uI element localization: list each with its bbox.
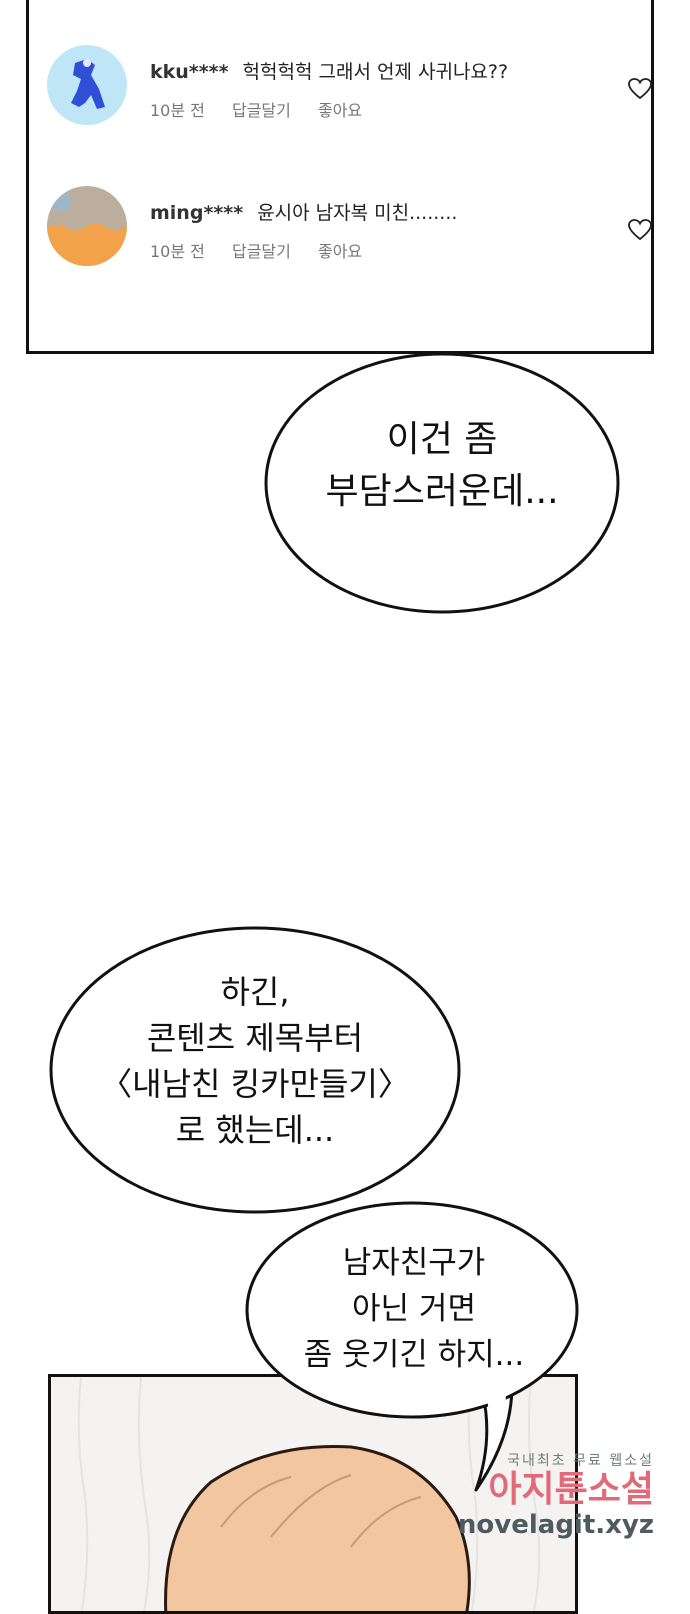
comment-panel: kku**** 헉헉헉헉 그래서 언제 사귀나요?? 10분 전 답글달기 좋아요…: [26, 0, 654, 354]
watermark: 국내최초 무료 웹소설 아지툰소설 novelagit.xyz: [458, 1450, 654, 1540]
speech-bubble: 이건 좀 부담스러운데...: [262, 326, 622, 616]
bubble-line: 남자친구가: [342, 1245, 486, 1281]
watermark-title: 아지툰소설: [488, 1469, 654, 1510]
bubble-line: 아닌 거면: [352, 1291, 476, 1327]
comment-text: 헉헉헉헉 그래서 언제 사귀나요??: [242, 61, 509, 83]
comment-text: 윤시아 남자복 미친........: [257, 202, 458, 224]
comment-item: kku**** 헉헉헉헉 그래서 언제 사귀나요?? 10분 전 답글달기 좋아요: [47, 45, 652, 127]
comment-time: 10분 전: [150, 101, 205, 120]
bubble-line: 〈내남친 킹카만들기〉: [100, 1065, 410, 1103]
bubble-line: 부담스러운데...: [325, 471, 559, 512]
comment-username[interactable]: ming****: [150, 202, 244, 224]
comment-item: ming**** 윤시아 남자복 미친........ 10분 전 답글달기 좋아…: [47, 186, 652, 268]
comment-time: 10분 전: [150, 242, 205, 261]
comment-username[interactable]: kku****: [150, 61, 229, 83]
bubble-line: 좀 웃기긴 하지...: [303, 1337, 525, 1373]
watermark-tagline: 국내최초 무료 웹소설: [507, 1453, 654, 1469]
avatar[interactable]: [47, 45, 127, 125]
reply-button[interactable]: 답글달기: [231, 242, 291, 261]
heart-outline-icon[interactable]: [627, 218, 653, 242]
reply-button[interactable]: 답글달기: [231, 101, 291, 120]
bubble-line: 이건 좀: [386, 419, 498, 460]
bubble-line: 콘텐츠 제목부터: [146, 1019, 364, 1057]
heart-outline-icon[interactable]: [627, 77, 653, 101]
speech-bubble: 남자친구가 아닌 거면 좀 웃기긴 하지...: [244, 1200, 584, 1500]
speech-bubble: 하긴, 콘텐츠 제목부터 〈내남친 킹카만들기〉 로 했는데...: [48, 925, 462, 1215]
avatar[interactable]: [47, 186, 127, 266]
bubble-line: 로 했는데...: [175, 1111, 335, 1149]
like-button[interactable]: 좋아요: [317, 242, 363, 261]
like-button[interactable]: 좋아요: [317, 101, 363, 120]
bubble-line: 하긴,: [220, 973, 290, 1011]
watermark-url: novelagit.xyz: [457, 1510, 654, 1540]
